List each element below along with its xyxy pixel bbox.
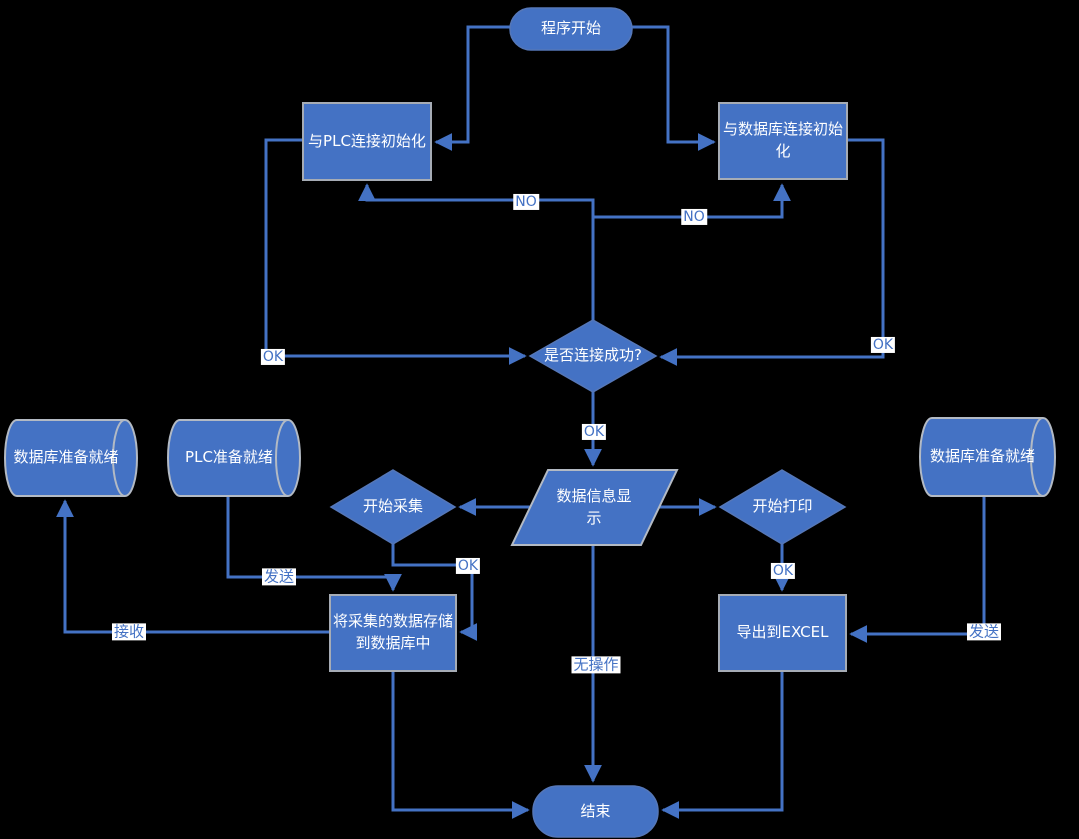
edge-check-no-to-plc-init [358, 183, 595, 320]
edge-export-to-end [661, 671, 784, 819]
edge-store-to-end [391, 671, 530, 819]
node-start-collect-shape[interactable] [329, 469, 457, 545]
edge-start-to-plc-init [434, 25, 510, 151]
edge-label-ok-right: OK [870, 336, 896, 354]
node-connect-check-shape[interactable] [528, 319, 658, 393]
edge-label-ok-left: OK [260, 348, 286, 366]
node-db-ready-left-shape[interactable] [4, 419, 138, 497]
node-plc-init-shape[interactable] [302, 102, 432, 181]
edge-start-to-db-init [632, 25, 716, 151]
node-db-ready-right-shape[interactable] [919, 417, 1056, 497]
node-end-shape[interactable] [532, 785, 659, 838]
node-export-excel-shape[interactable] [718, 594, 847, 672]
node-data-display-shape[interactable] [510, 469, 679, 546]
edge-label-no-op: 无操作 [571, 655, 621, 674]
node-store-data-shape[interactable] [329, 594, 457, 672]
edge-label-ok-collect: OK [455, 557, 481, 575]
node-start-shape[interactable] [509, 7, 633, 51]
node-db-init-shape[interactable] [718, 102, 848, 180]
edge-label-no-right: NO [681, 208, 707, 226]
node-start-print-shape[interactable] [718, 469, 847, 545]
edge-store-receive-to-db-ready [56, 499, 330, 634]
edge-label-receive: 接收 [111, 622, 147, 641]
edge-check-no-to-db-init [593, 183, 791, 219]
edge-db-init-ok-to-check [659, 138, 885, 366]
edge-label-ok-print: OK [770, 562, 796, 580]
edge-label-send-left: 发送 [261, 567, 297, 586]
edge-db-ready-send-to-export [849, 496, 986, 643]
edge-label-send-right: 发送 [966, 622, 1002, 641]
edge-plc-init-ok-to-check [264, 138, 527, 365]
node-plc-ready-shape[interactable] [167, 419, 301, 497]
edge-label-no-left: NO [513, 193, 539, 211]
edge-plc-ready-send-to-store [226, 496, 402, 592]
edge-label-ok-center: OK [581, 423, 607, 441]
